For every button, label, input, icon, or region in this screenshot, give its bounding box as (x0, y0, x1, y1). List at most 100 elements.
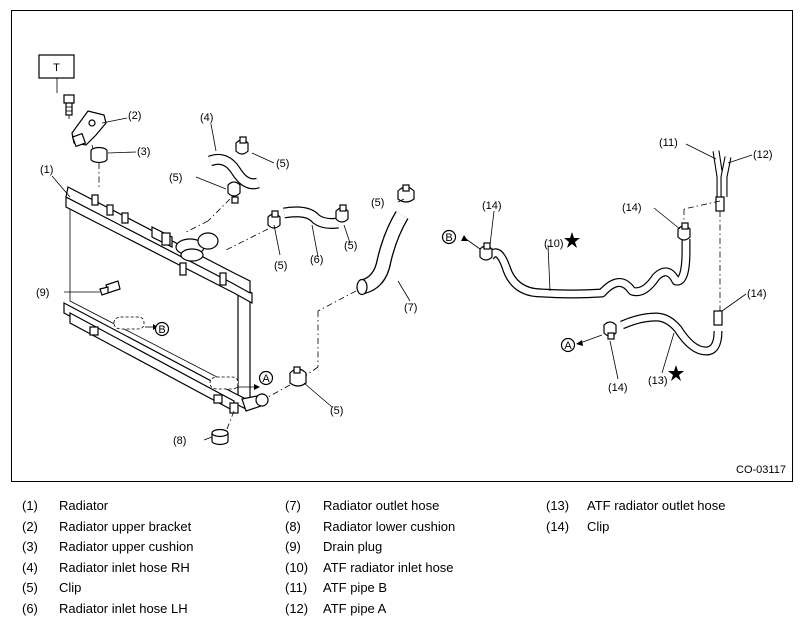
atf-pipe-a (715, 156, 732, 212)
legend-name: Radiator inlet hose RH (59, 559, 190, 575)
callout-4: (4) (200, 112, 213, 124)
legend-number: (4) (22, 559, 38, 575)
legend-name: ATF radiator outlet hose (587, 498, 726, 513)
legend-row: (8) Radiator lower cushion (285, 517, 455, 538)
connector-a-marker: A (560, 337, 576, 353)
callout-11: (11) (659, 137, 678, 149)
legend-row: (12) ATF pipe A (285, 599, 455, 620)
legend-name: ATF pipe A (323, 600, 387, 616)
legend-row: (6) Radiator inlet hose LH (22, 599, 193, 620)
figure-id: CO-03117 (736, 464, 786, 476)
legend-number: (2) (22, 518, 38, 534)
connector-b-label: B (445, 232, 452, 244)
radiator-lower-cushion (211, 428, 229, 446)
legend-name: ATF pipe B (323, 580, 388, 596)
legend-number: (6) (22, 600, 38, 616)
atf-radiator-inlet-hose (486, 239, 691, 299)
atf-radiator-outlet-hose (620, 312, 723, 356)
legend-name: Radiator lower cushion (323, 518, 456, 534)
bolt-icon (63, 94, 75, 119)
clip-icon (603, 321, 617, 340)
clip-icon (227, 181, 241, 204)
legend-number: (3) (22, 539, 38, 555)
legend-column: (13) ATF radiator outlet hose (14) Clip (546, 496, 726, 537)
clip-icon (267, 210, 281, 229)
legend-name: Clip (587, 518, 610, 534)
callout-10: (10) (544, 238, 564, 250)
star-icon (668, 365, 684, 381)
legend-number: (12) (285, 600, 309, 616)
clip-icon (335, 204, 349, 223)
connector-a-label: A (262, 373, 270, 385)
legend-row: (4) Radiator inlet hose RH (22, 558, 193, 579)
clip-icon (479, 242, 493, 261)
legend-column: (1) Radiator (2) Radiator upper bracket (3… (22, 496, 193, 620)
torque-marker: T (38, 54, 75, 93)
callout-8: (8) (173, 435, 186, 447)
callout-1: (1) (40, 164, 53, 176)
radiator-inlet-hose-lh (283, 206, 339, 229)
legend-row: (13) ATF radiator outlet hose (546, 496, 726, 517)
connector-b-marker: B (145, 321, 170, 337)
legend-row: (3) Radiator upper cushion (22, 537, 193, 558)
callout-7: (7) (404, 302, 417, 314)
legend-column: (7) Radiator outlet hose (8) Radiator lowe… (285, 496, 455, 620)
radiator-inlet-hose-rh (208, 153, 260, 190)
legend-row: (14) Clip (546, 517, 726, 538)
legend-name: Radiator upper bracket (59, 518, 192, 534)
legend-number: (10) (285, 559, 309, 575)
callout-14: (14) (622, 202, 642, 214)
callout-13: (13) (648, 375, 668, 387)
connector-a-marker: A (238, 370, 274, 390)
legend-name: Radiator (59, 498, 109, 513)
callout-14: (14) (608, 382, 628, 394)
legend-number: (7) (285, 498, 301, 513)
legend-name: Radiator upper cushion (59, 539, 194, 555)
legend-name: Clip (59, 580, 82, 596)
callout-14: (14) (747, 288, 767, 300)
legend-number: (11) (285, 580, 308, 596)
torque-marker-label: T (53, 62, 60, 74)
legend-row: (2) Radiator upper bracket (22, 517, 193, 538)
callout-9: (9) (36, 287, 49, 299)
callout-5: (5) (276, 158, 289, 170)
callout-2: (2) (128, 110, 141, 122)
callout-5: (5) (274, 260, 287, 272)
legend-name: Radiator inlet hose LH (59, 600, 188, 616)
legend-row: (11) ATF pipe B (285, 578, 455, 599)
legend-number: (14) (546, 518, 570, 534)
legend-name: Radiator outlet hose (323, 498, 440, 513)
clip-icon (289, 366, 307, 387)
callout-5: (5) (344, 240, 357, 252)
legend-row: (9)Drain plug (285, 537, 455, 558)
callout-3: (3) (137, 146, 150, 158)
callout-14: (14) (482, 200, 502, 212)
radiator-outlet-hose (356, 211, 409, 296)
legend-number: (1) (22, 498, 38, 513)
callout-5: (5) (169, 172, 182, 184)
legend-number: (13) (546, 498, 570, 513)
legend-number: (5) (22, 580, 38, 596)
connector-b-marker: B (441, 229, 457, 245)
leader-lines (51, 117, 753, 441)
radiator-upper-bracket (71, 110, 107, 148)
legend-row: (1) Radiator (22, 496, 193, 517)
radiator-upper-cushion (90, 146, 108, 164)
callout-5: (5) (371, 197, 384, 209)
clip-icon (677, 222, 691, 241)
star-icon (564, 232, 580, 248)
callout-5: (5) (330, 405, 343, 417)
legend-number: (8) (285, 518, 301, 534)
atf-pipe-b (712, 150, 724, 201)
radiator (63, 186, 269, 414)
diagram-frame: T (11, 10, 793, 482)
connector-a-label: A (564, 340, 572, 352)
legend-row: (7) Radiator outlet hose (285, 496, 455, 517)
legend-name: ATF radiator inlet hose (323, 559, 454, 575)
callout-6: (6) (310, 254, 323, 266)
legend-number: (9) (285, 539, 301, 555)
clip-icon (397, 184, 415, 203)
clip-icon (235, 136, 249, 155)
legend-row: (5) Clip (22, 578, 193, 599)
connector-b-label: B (158, 324, 165, 336)
